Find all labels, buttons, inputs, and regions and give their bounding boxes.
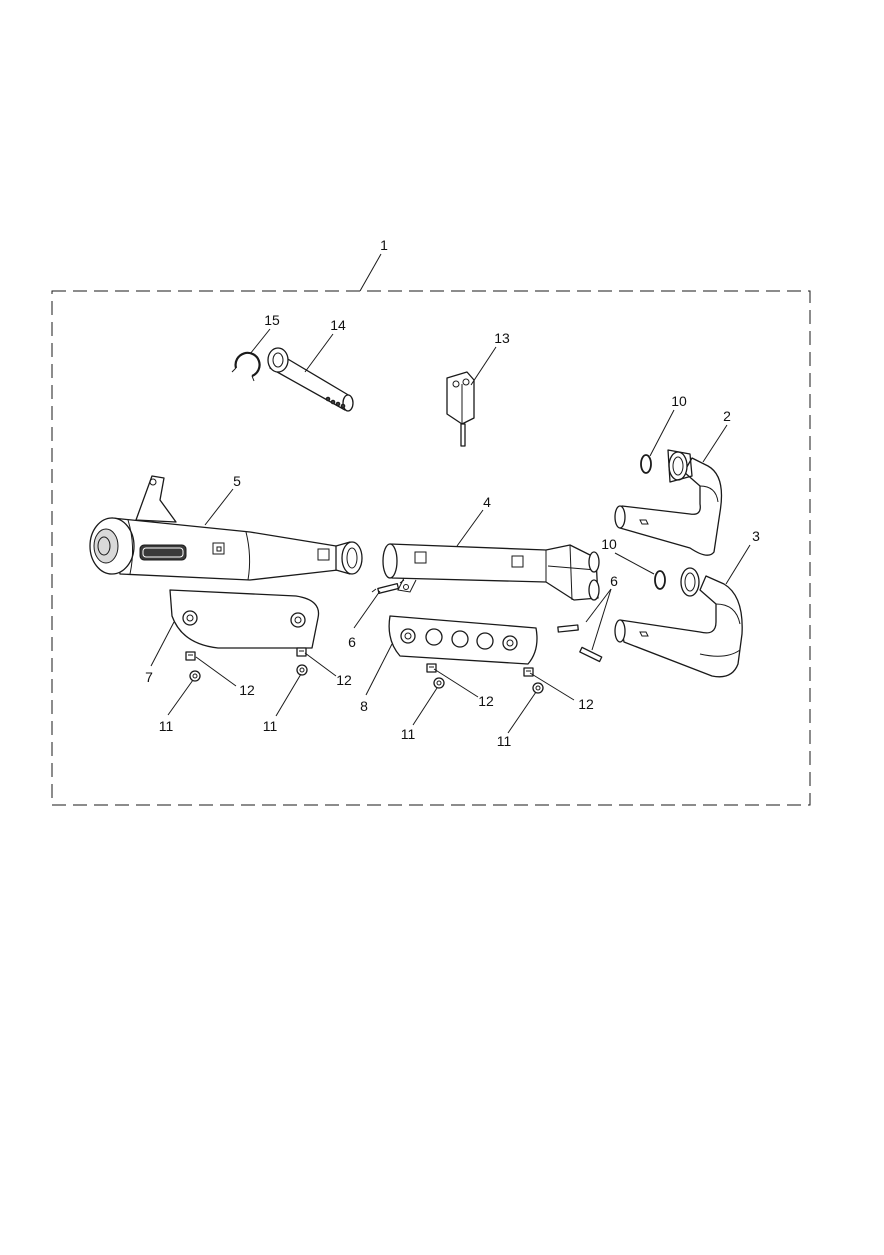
callout-12-4: 12 [578,696,594,712]
leader-lines [150,253,751,734]
callout-3: 3 [752,528,760,544]
callout-6-left: 6 [348,634,356,650]
callout-10-lower: 10 [601,536,617,552]
kit-boundary-frame [51,290,811,806]
callout-8: 8 [360,698,368,714]
gasket-upper-part [640,454,652,474]
callout-11-3: 11 [401,726,416,742]
nut-2-part [296,664,308,676]
callout-2: 2 [723,408,731,424]
front-silencer-part [382,543,600,601]
callout-12-2: 12 [336,672,352,688]
callout-10-upper: 10 [671,393,687,409]
callout-11-2: 11 [263,718,278,734]
heat-shield-rear-part [169,589,320,649]
nut-4-part [532,682,544,694]
callout-12-1: 12 [239,682,255,698]
callout-7: 7 [145,669,153,685]
clip-3-part [426,663,437,673]
rear-silencer-part [89,475,363,581]
db-killer-part [267,347,354,412]
callout-5: 5 [233,473,241,489]
header-pipe-upper-part [614,449,723,556]
nut-1-part [189,670,201,682]
nut-3-part [433,677,445,689]
header-pipe-lower-part [614,567,743,678]
callout-4: 4 [483,494,491,510]
callout-12-3: 12 [478,693,494,709]
gasket-lower-part [654,570,666,590]
spring-left-part [371,579,405,594]
callout-1: 1 [380,237,388,253]
heat-shield-front-part [388,615,538,665]
callout-11-1: 11 [159,718,174,734]
clip-2-part [296,647,307,657]
clip-4-part [523,667,534,677]
callout-15: 15 [264,312,280,328]
callout-6-right: 6 [610,573,618,589]
callout-13: 13 [494,330,510,346]
callout-labels: 1 15 14 13 5 4 10 2 10 3 6 6 7 8 12 12 1… [145,237,760,749]
spring-right-part [557,624,603,663]
callout-14: 14 [330,317,346,333]
circlip-part [231,351,261,382]
bracket-part [446,371,475,447]
clip-1-part [185,651,196,661]
callout-11-4: 11 [497,733,512,749]
